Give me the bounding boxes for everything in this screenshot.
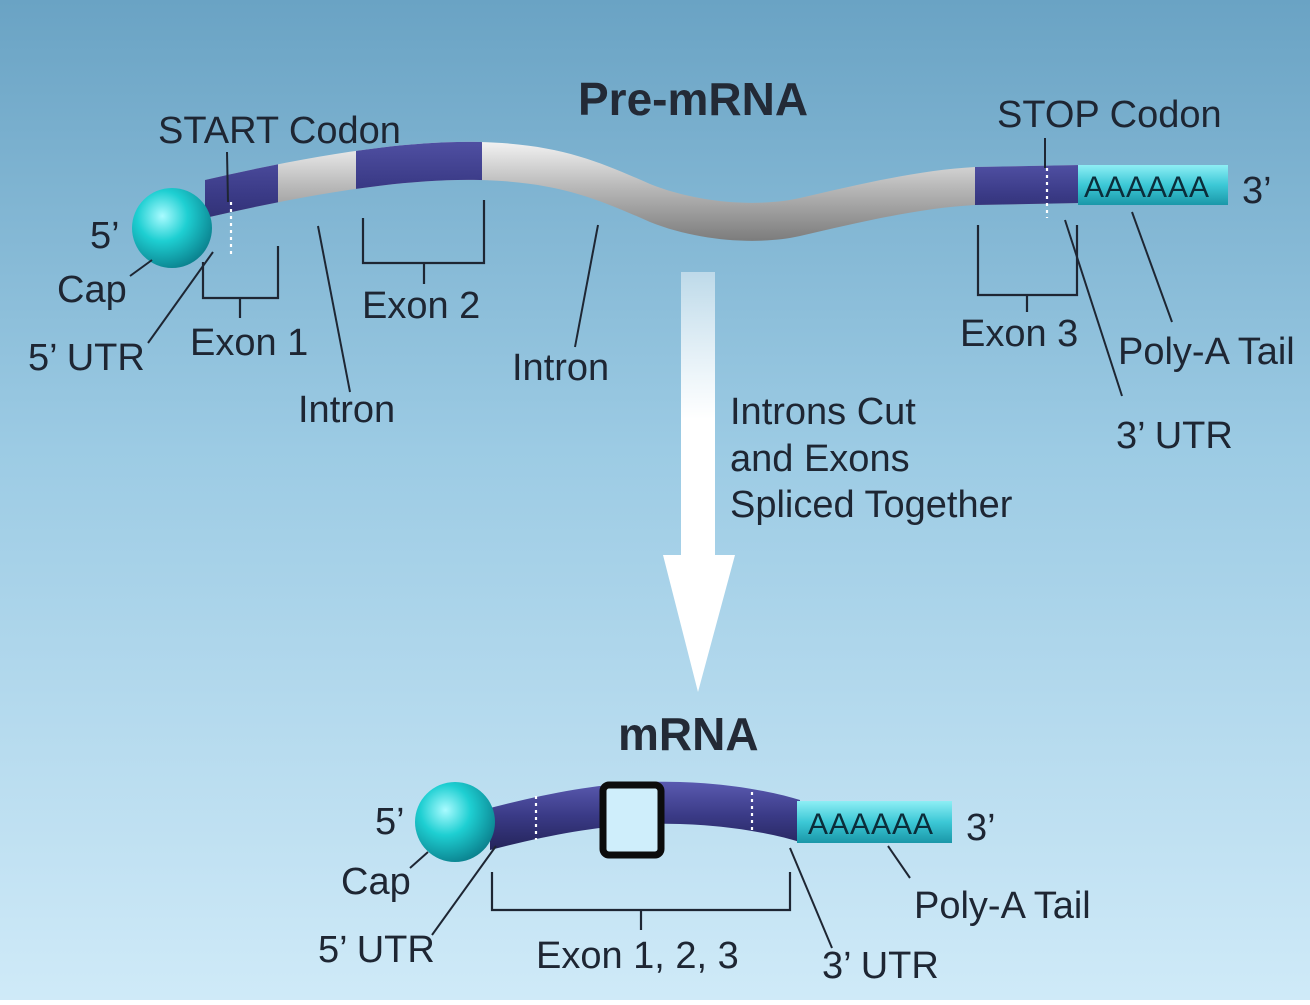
pre-mrna-poly-a-seq: AAAAAA: [1084, 171, 1210, 204]
exon3-label: Exon 3: [960, 313, 1078, 355]
mrna-cap: [415, 782, 495, 862]
mrna-poly-a-seq: AAAAAA: [808, 808, 934, 841]
pre-mrna-cap-pointer: [129, 259, 153, 277]
intron1-label: Intron: [298, 389, 395, 431]
pre-mrna-poly-a-tail: [1078, 165, 1228, 205]
pre-mrna-three-prime: 3’: [1242, 170, 1272, 212]
mrna-five-utr-label: 5’ UTR: [318, 929, 435, 971]
intron2-label: Intron: [512, 347, 609, 389]
mrna-title: mRNA: [618, 708, 759, 760]
stop-codon-label: STOP Codon: [997, 94, 1222, 136]
mrna-poly-a-tail: [797, 801, 952, 843]
mrna-three-prime: 3’: [966, 807, 996, 849]
pre-mrna-cap: [132, 188, 212, 268]
start-codon-pointer: [226, 151, 229, 203]
mrna-three-utr-pointer: [789, 847, 833, 949]
intron1-pointer: [317, 225, 351, 393]
pre-mrna-three-utr-pointer: [1064, 219, 1123, 397]
pre-mrna-three-utr-label: 3’ UTR: [1116, 415, 1233, 457]
mrna-five-utr-pointer: [431, 845, 497, 936]
mrna-exons-label: Exon 1, 2, 3: [536, 935, 739, 977]
mrna-five-prime: 5’: [375, 801, 405, 843]
exon1-label: Exon 1: [190, 322, 308, 364]
splicing-arrow: [663, 272, 735, 692]
exon2-label: Exon 2: [362, 285, 480, 327]
mrna-poly-a-pointer: [887, 845, 911, 879]
pre-mrna-poly-a-label: Poly-A Tail: [1118, 331, 1295, 373]
exon1-bracket: [201, 246, 280, 318]
intron2-pointer: [574, 224, 599, 348]
process-line-1: Introns Cut: [730, 391, 916, 433]
mrna-three-utr-label: 3’ UTR: [822, 945, 939, 987]
start-codon-label: START Codon: [158, 110, 401, 152]
pre-mrna-title: Pre-mRNA: [578, 73, 808, 125]
process-line-3: Spliced Together: [730, 484, 1013, 526]
mrna-cap-pointer: [409, 851, 429, 869]
pre-mrna-cap-label: Cap: [57, 269, 127, 311]
mrna-cap-label: Cap: [341, 861, 411, 903]
pre-mrna-five-prime: 5’: [90, 215, 120, 257]
pre-mrna-five-utr-label: 5’ UTR: [28, 337, 145, 379]
exon2-bracket: [361, 200, 486, 284]
mrna-exons-bracket: [490, 872, 792, 930]
pre-mrna-poly-a-pointer: [1131, 211, 1173, 323]
highlight-box: [599, 781, 665, 859]
process-line-2: and Exons: [730, 438, 910, 480]
mrna-poly-a-label: Poly-A Tail: [914, 885, 1091, 927]
